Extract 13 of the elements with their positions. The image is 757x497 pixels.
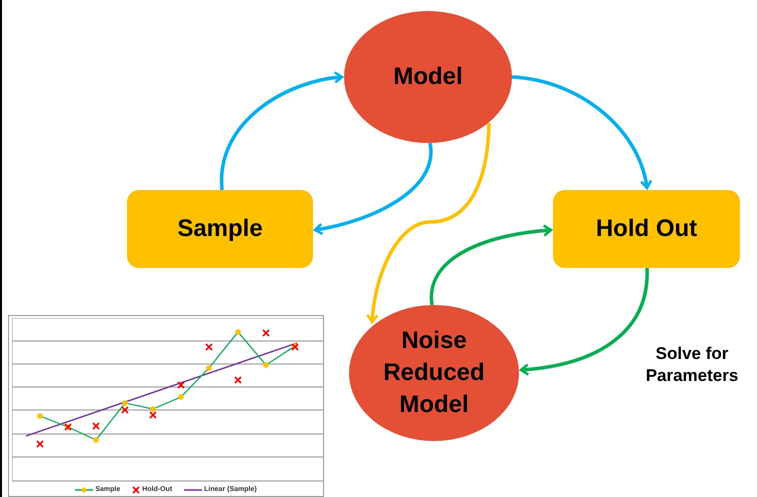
annotation-text: Solve for Parameters [644, 343, 740, 387]
node-label: Noise Reduced Model [382, 326, 486, 420]
node-label: Hold Out [596, 214, 698, 244]
curved-arrow [366, 122, 491, 324]
curved-arrow [220, 72, 344, 190]
curved-arrow [314, 142, 433, 235]
rounded-box [127, 190, 313, 268]
node-label: Model [392, 62, 464, 92]
curved-arrow [520, 268, 649, 376]
rounded-box [553, 190, 740, 268]
curved-arrow [430, 224, 552, 306]
curved-arrow [512, 75, 652, 190]
node-label: Sample [177, 214, 263, 244]
